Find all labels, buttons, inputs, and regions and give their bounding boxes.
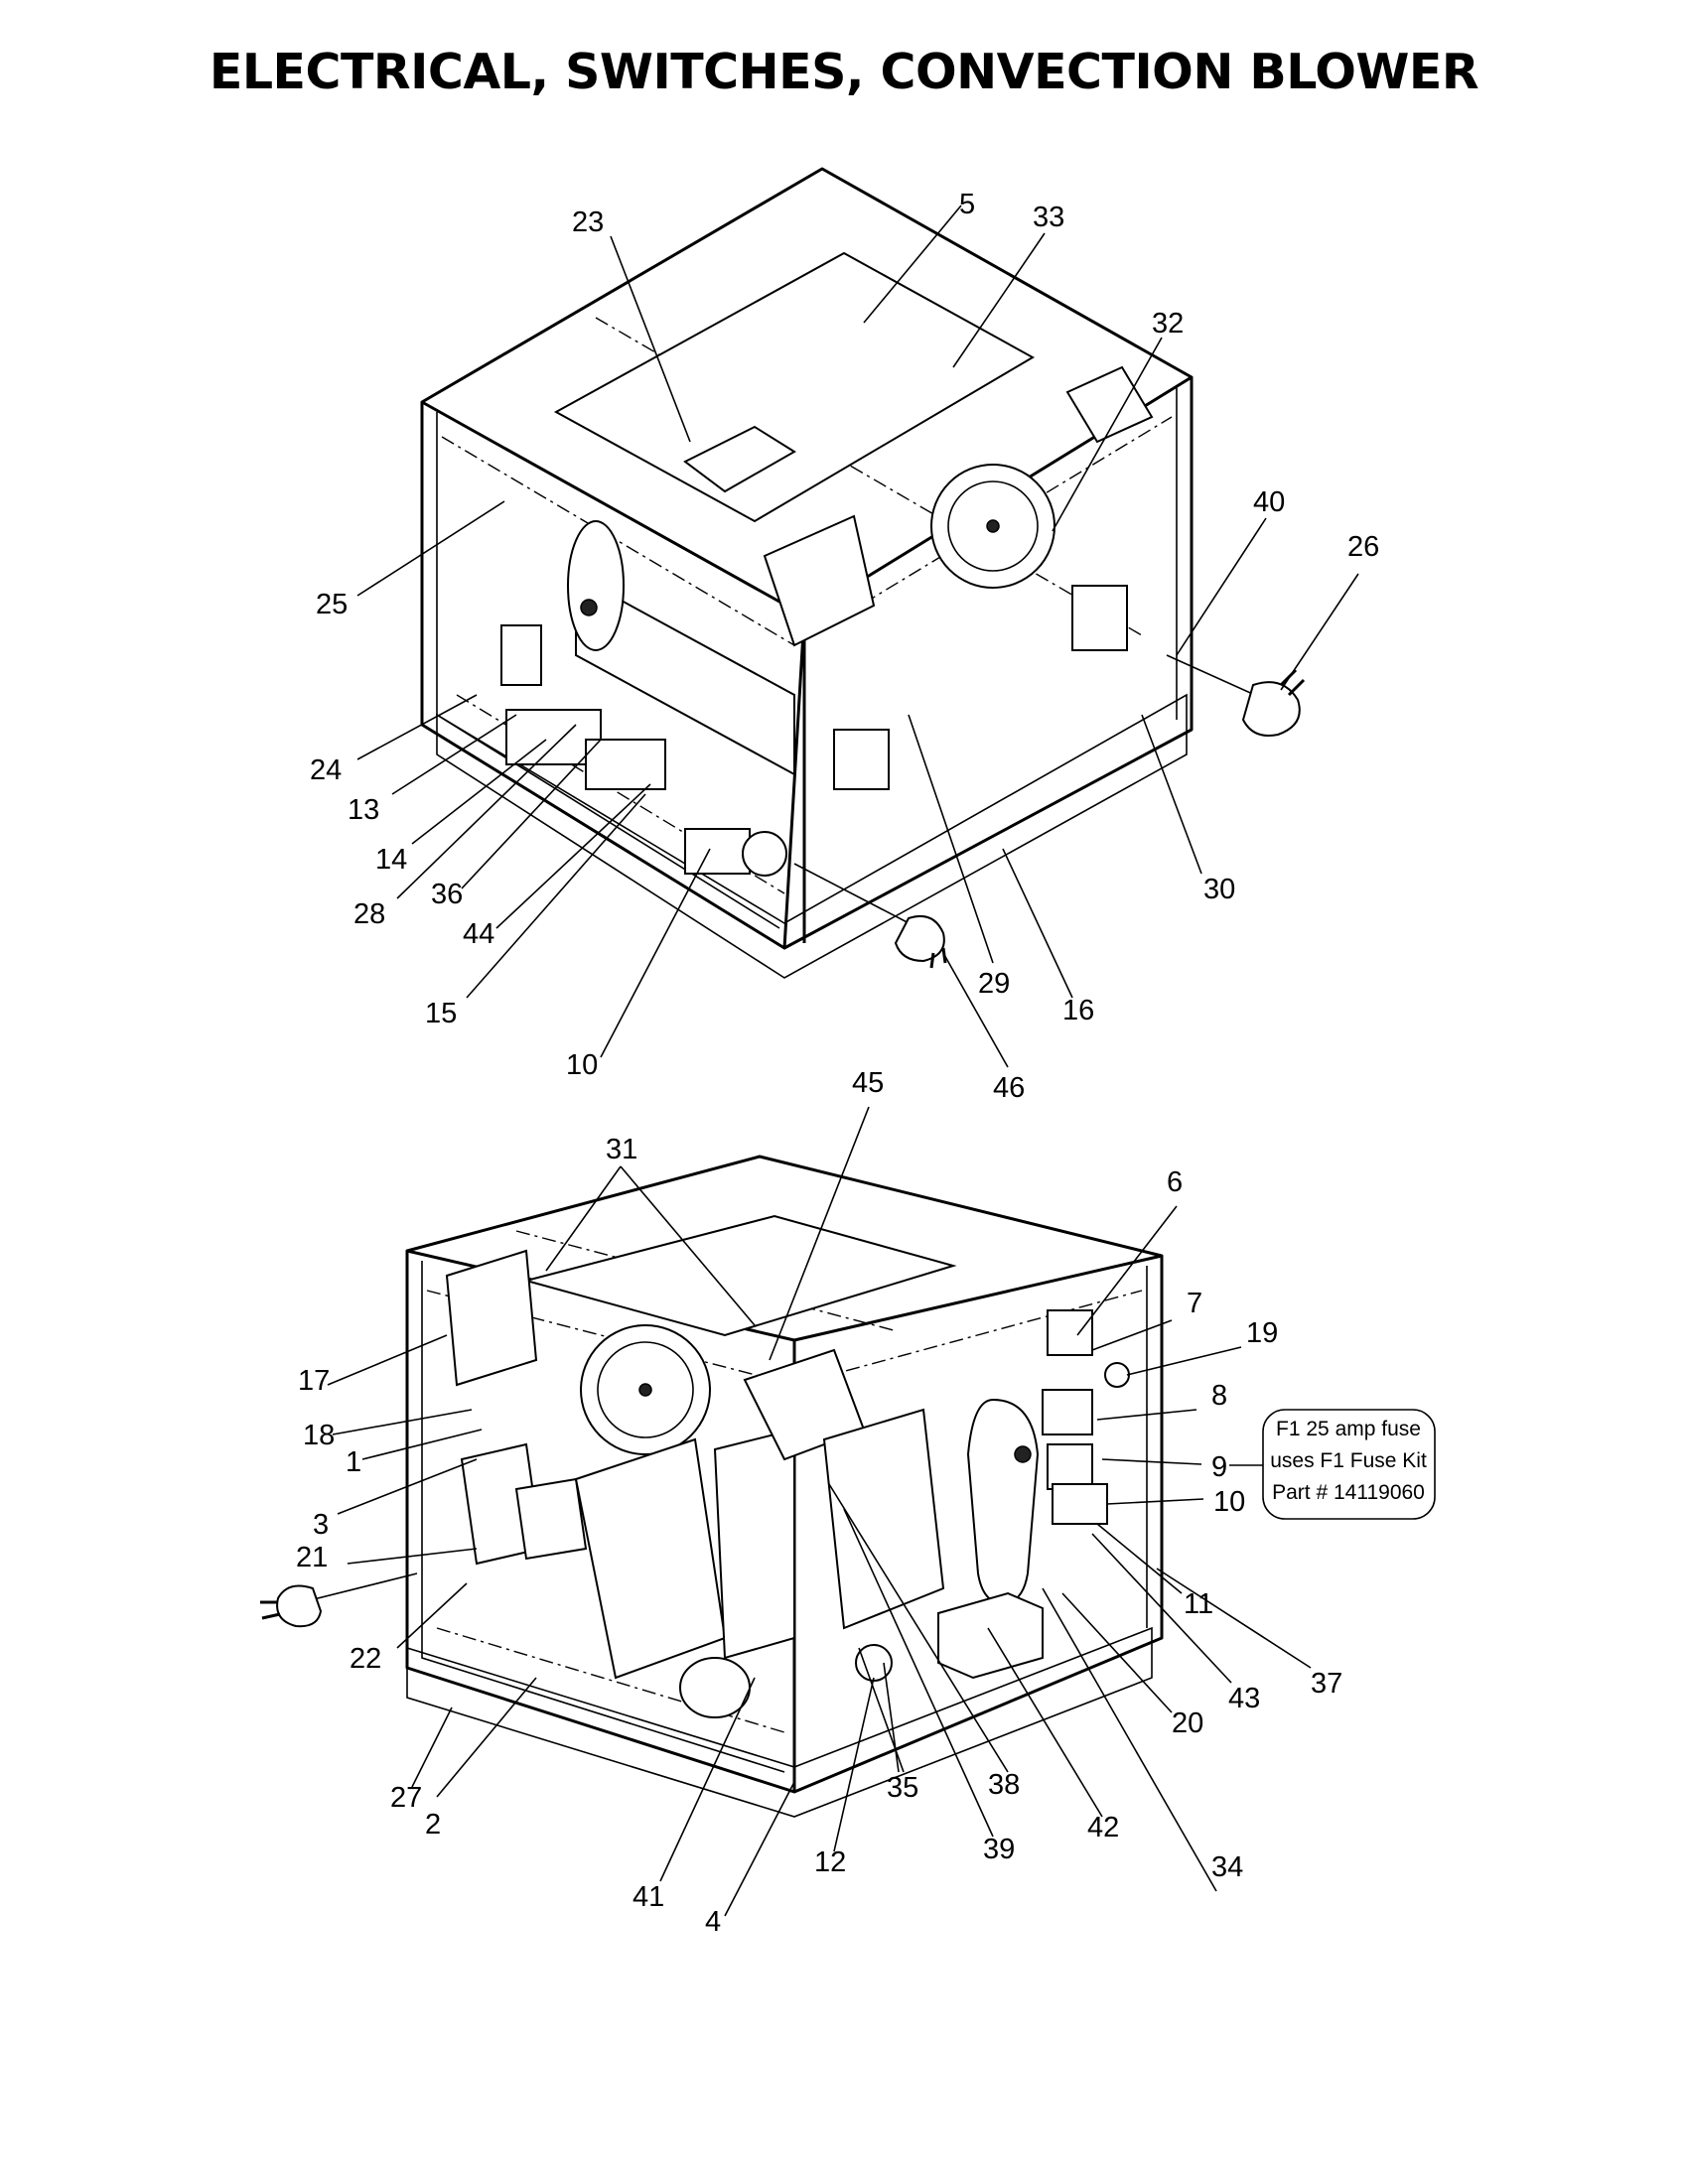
callout-14: 14 <box>375 844 407 876</box>
callout-46: 46 <box>993 1072 1025 1104</box>
callout-35: 35 <box>887 1772 918 1804</box>
callout-44: 44 <box>463 918 494 950</box>
callout-29: 29 <box>978 968 1010 1000</box>
callout-3: 3 <box>313 1509 329 1541</box>
bottom-callout-leaders <box>327 1106 1312 1917</box>
callout-12: 12 <box>814 1846 846 1878</box>
callout-10-top: 10 <box>566 1049 598 1081</box>
callout-41: 41 <box>633 1881 664 1913</box>
callout-10-bottom: 10 <box>1213 1486 1245 1518</box>
callout-33: 33 <box>1033 202 1064 233</box>
callout-2: 2 <box>425 1809 441 1841</box>
callout-39: 39 <box>983 1834 1015 1865</box>
top-assembly-view <box>420 167 1306 979</box>
fuse-note-box <box>1262 1409 1436 1520</box>
top-callouts: 23 5 33 32 40 26 25 24 13 14 36 28 44 15… <box>310 189 1379 1104</box>
callout-45: 45 <box>852 1067 884 1099</box>
fuse-note-line-2: uses F1 Fuse Kit <box>1270 1449 1427 1472</box>
callout-38: 38 <box>988 1769 1020 1801</box>
callout-1: 1 <box>346 1446 361 1478</box>
callout-9: 9 <box>1211 1451 1227 1483</box>
callout-40: 40 <box>1253 486 1285 518</box>
callout-8: 8 <box>1211 1380 1227 1412</box>
callout-7: 7 <box>1187 1288 1202 1319</box>
callout-27: 27 <box>390 1782 422 1814</box>
callout-20: 20 <box>1172 1707 1203 1739</box>
callout-15: 15 <box>425 998 457 1029</box>
callout-32: 32 <box>1152 308 1184 340</box>
callout-5: 5 <box>959 189 975 220</box>
callout-34: 34 <box>1211 1851 1243 1883</box>
callout-18: 18 <box>303 1420 335 1451</box>
callout-4: 4 <box>705 1906 721 1938</box>
callout-23: 23 <box>572 206 604 238</box>
callout-26: 26 <box>1347 531 1379 563</box>
callout-16: 16 <box>1062 995 1094 1026</box>
callout-22: 22 <box>350 1643 381 1675</box>
callout-17: 17 <box>298 1365 330 1397</box>
page-title: ELECTRICAL, SWITCHES, CONVECTION BLOWER <box>209 44 1479 100</box>
callout-24: 24 <box>310 754 342 786</box>
callout-11: 11 <box>1184 1588 1213 1620</box>
callout-6: 6 <box>1167 1166 1183 1198</box>
fuse-note-line-3: Part # 14119060 <box>1272 1481 1425 1504</box>
callout-19: 19 <box>1246 1317 1278 1349</box>
callout-36: 36 <box>431 879 463 910</box>
bottom-callouts: 45 31 6 7 19 17 18 1 8 9 10 3 21 11 22 3… <box>296 1067 1342 1938</box>
callout-21: 21 <box>296 1542 328 1573</box>
callout-42: 42 <box>1087 1812 1119 1843</box>
callout-43: 43 <box>1228 1683 1260 1714</box>
callout-13: 13 <box>348 794 379 826</box>
callout-30: 30 <box>1203 874 1235 905</box>
callout-25: 25 <box>316 589 348 620</box>
callout-37: 37 <box>1311 1668 1342 1700</box>
callout-31: 31 <box>606 1134 637 1165</box>
bottom-assembly-view <box>260 1155 1164 1818</box>
fuse-note-line-1: F1 25 amp fuse <box>1276 1418 1421 1440</box>
callout-28: 28 <box>353 898 385 930</box>
fuse-note: F1 25 amp fuse uses F1 Fuse Kit Part # 1… <box>1229 1409 1436 1520</box>
top-callout-leaders <box>356 205 1359 1068</box>
